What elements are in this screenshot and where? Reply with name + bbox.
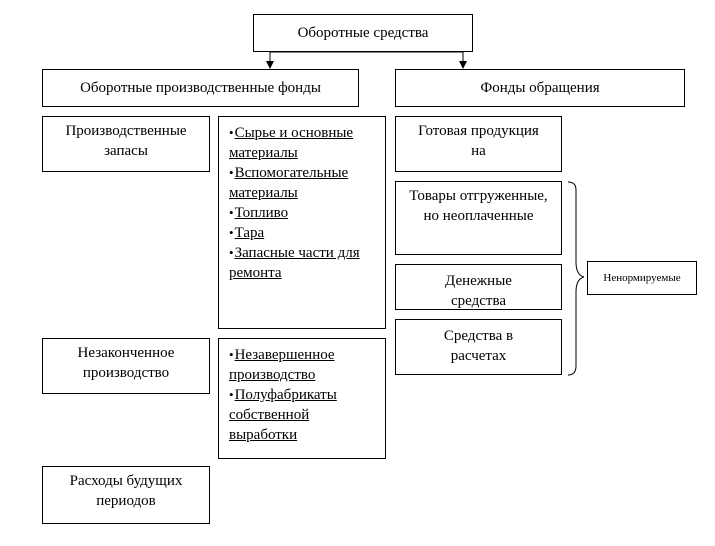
bullet-icon: •: [229, 387, 234, 402]
item-label: Готовая продукция на: [418, 123, 539, 159]
item-label: Товары отгруженные, но неоплаченные: [409, 188, 548, 224]
list-item-text: Незавершенное производство: [229, 347, 335, 383]
item-finished-goods: Готовая продукция на: [395, 116, 562, 172]
category-production-reserves: Производственные запасы: [42, 116, 210, 172]
right-header-node: Фонды обращения: [395, 69, 685, 107]
bullet-icon: •: [229, 245, 234, 260]
list-item: •Незавершенное производство: [229, 345, 377, 385]
list-item: •Запасные части для ремонта: [229, 243, 377, 283]
curly-brace: [567, 181, 585, 376]
list-item: •Вспомогательные материалы: [229, 163, 377, 203]
list-item-text: Топливо: [234, 205, 289, 221]
arrow-right-head: [459, 61, 467, 69]
list-item: •Тара: [229, 223, 377, 243]
note-label: Ненормируемые: [603, 272, 681, 284]
item-label: Средства в расчетах: [443, 328, 514, 364]
category-unfinished-production: Незаконченное производство: [42, 338, 210, 394]
category-label: Расходы будущих периодов: [69, 473, 183, 509]
left-header-node: Оборотные производственные фонды: [42, 69, 359, 107]
root-node: Оборотные средства: [253, 14, 473, 52]
item-cash: Денежные средства: [395, 264, 562, 310]
bullet-icon: •: [229, 347, 234, 362]
item-shipped-goods: Товары отгруженные, но неоплаченные: [395, 181, 562, 255]
non-normalized-note: Ненормируемые: [587, 261, 697, 295]
list-item-text: Тара: [234, 225, 265, 241]
arrow-left-head: [266, 61, 274, 69]
right-header-label: Фонды обращения: [480, 80, 600, 96]
list-item-text: Сырье и основные материалы: [229, 125, 354, 161]
category-future-expenses: Расходы будущих периодов: [42, 466, 210, 524]
list-item: •Полуфабрикаты собственной выработки: [229, 385, 377, 445]
list-item-text: Запасные части для ремонта: [229, 245, 360, 281]
bullet-icon: •: [229, 165, 234, 180]
left-header-label: Оборотные производственные фонды: [80, 80, 321, 96]
bullet-icon: •: [229, 205, 234, 220]
bullet-icon: •: [229, 225, 234, 240]
root-label: Оборотные средства: [297, 25, 429, 41]
list-item-text: Вспомогательные материалы: [229, 165, 349, 201]
list-item: •Топливо: [229, 203, 377, 223]
bullet-icon: •: [229, 125, 234, 140]
list-item: •Сырье и основные материалы: [229, 123, 377, 163]
category-label: Производственные запасы: [65, 123, 187, 159]
wip-list-box: •Незавершенное производство •Полуфабрика…: [218, 338, 386, 459]
item-receivables: Средства в расчетах: [395, 319, 562, 375]
reserves-list-box: •Сырье и основные материалы •Вспомогател…: [218, 116, 386, 329]
category-label: Незаконченное производство: [77, 345, 175, 381]
item-label: Денежные средства: [445, 273, 512, 309]
list-item-text: Полуфабрикаты собственной выработки: [229, 387, 337, 443]
